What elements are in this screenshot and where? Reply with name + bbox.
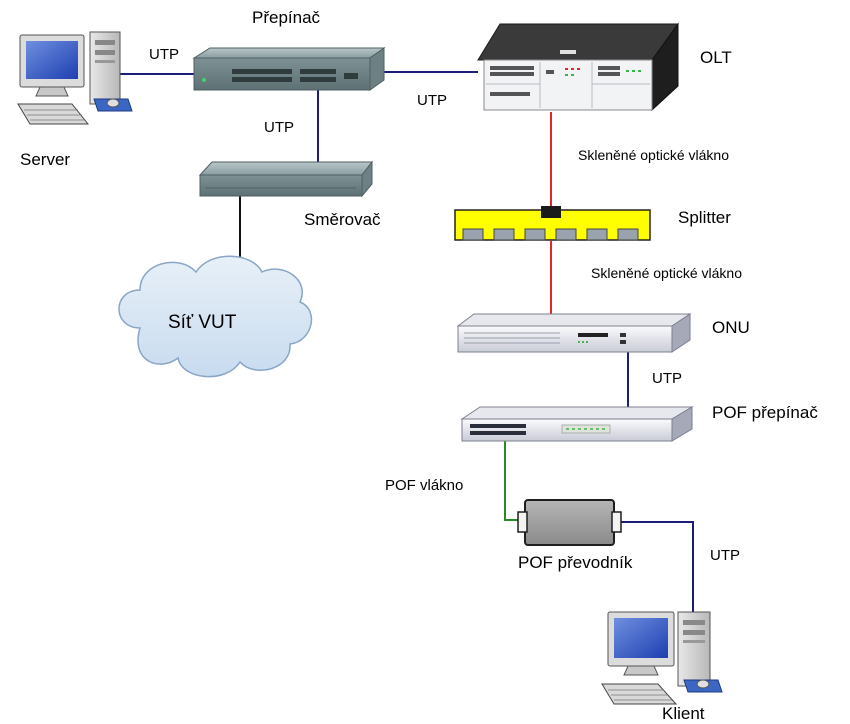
utp-label-converter-client: UTP: [710, 547, 740, 564]
splitter-icon: [454, 206, 651, 241]
pof-switch-icon: [460, 406, 694, 442]
pof-converter-icon: [517, 499, 622, 546]
pof-switch-label: POF přepínač: [712, 403, 818, 422]
onu-icon: [456, 313, 692, 353]
client-computer-icon: [601, 611, 723, 705]
olt-icon: [477, 22, 679, 112]
network-label: Síť VUT: [168, 312, 237, 333]
cloud-icon: [118, 255, 313, 378]
splitter-label: Splitter: [678, 208, 731, 227]
fiber-label-olt-splitter: Skleněné optické vlákno: [578, 147, 729, 163]
server-computer-icon: [17, 31, 133, 125]
pof-fiber-line: [504, 441, 520, 521]
client-label: Klient: [662, 704, 705, 723]
utp-label-onu-pofswitch: UTP: [652, 370, 682, 387]
utp-label-switch-olt: UTP: [417, 92, 447, 109]
router-label: Směrovač: [304, 210, 381, 229]
utp-line-converter-client: [620, 521, 694, 612]
onu-label: ONU: [712, 318, 750, 337]
switch-icon: [192, 47, 386, 91]
olt-label: OLT: [700, 48, 732, 67]
utp-label-switch-router: UTP: [264, 119, 294, 136]
router-icon: [198, 160, 374, 198]
utp-label-server-switch: UTP: [149, 46, 179, 63]
fiber-label-splitter-onu: Skleněné optické vlákno: [591, 265, 742, 281]
pof-fiber-label: POF vlákno: [385, 477, 464, 494]
server-label: Server: [20, 150, 71, 169]
switch-label: Přepínač: [252, 8, 321, 27]
pof-converter-label: POF převodník: [518, 553, 633, 572]
